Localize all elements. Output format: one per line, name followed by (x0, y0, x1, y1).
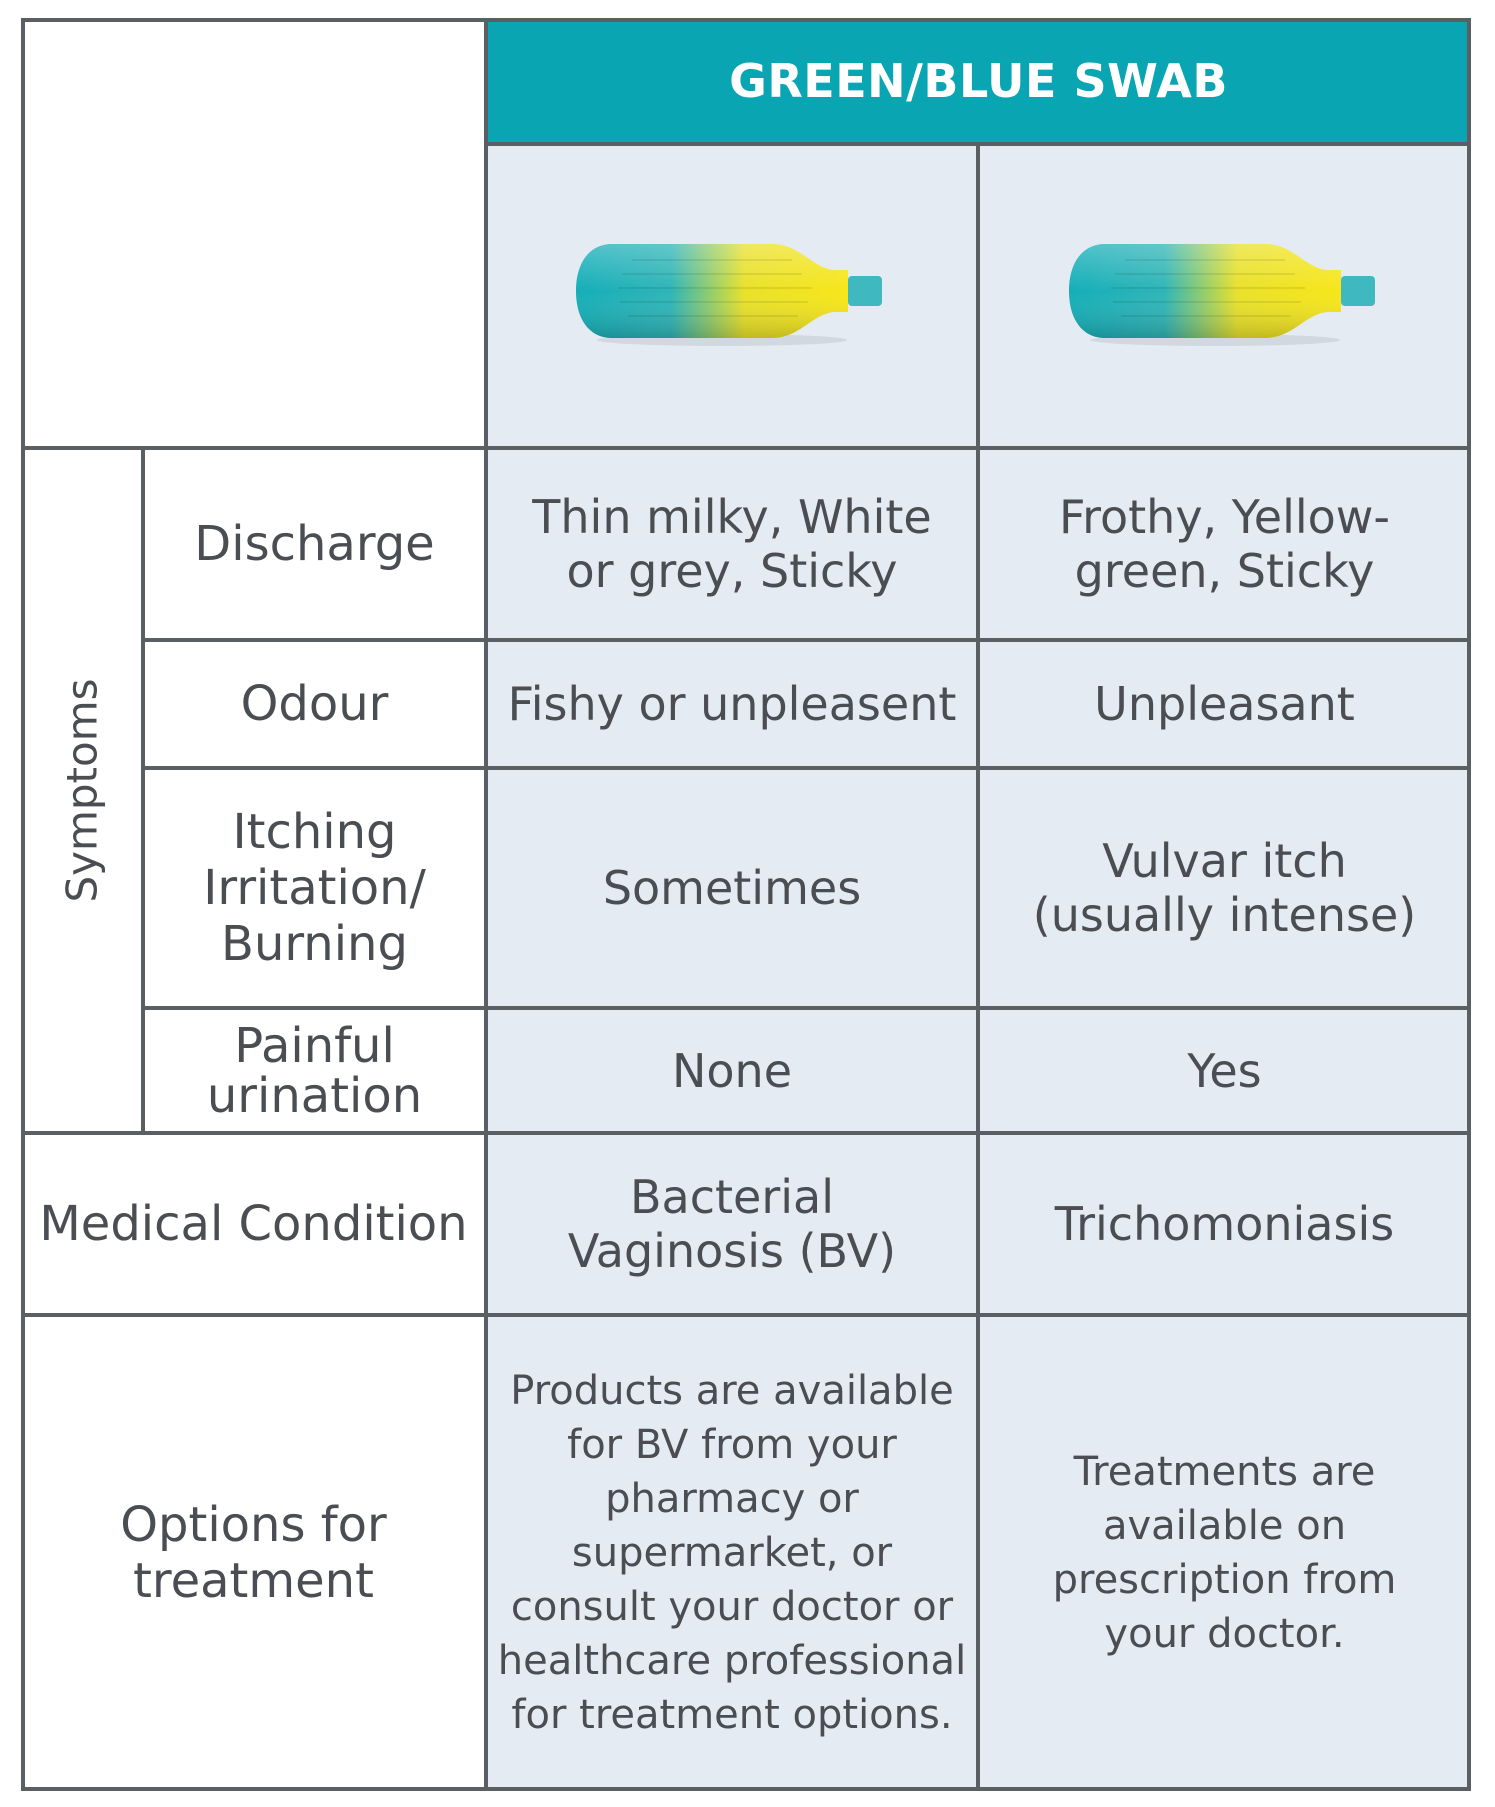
grid-line (484, 18, 488, 1791)
medical-condition-col2: Trichomoniasis (978, 1133, 1471, 1315)
grid-line (21, 18, 25, 1791)
swab-icon (576, 244, 882, 346)
grid-line (21, 446, 1471, 450)
grid-line (141, 638, 1471, 642)
grid-line (976, 142, 980, 1791)
row-label-options-for-treatment: Options for treatment (120, 1497, 387, 1609)
odour-col2: Unpleasant (978, 640, 1471, 768)
grid-line (141, 1006, 1471, 1010)
swab-comparison-table: GREEN/BLUE SWAB (21, 18, 1471, 1791)
grid-line (21, 1787, 1471, 1791)
painful-urination-col1: None (486, 1008, 978, 1133)
grid-line (141, 766, 1471, 770)
grid-line (21, 1131, 1471, 1135)
discharge-col2: Frothy, Yellow-green, Sticky (978, 448, 1471, 640)
grid-line (484, 142, 1471, 146)
row-label-painful-urination: Painful urination (206, 1017, 423, 1124)
itching-col2: Vulvar itch (usually intense) (978, 768, 1471, 1008)
medical-condition-col1: Bacterial Vaginosis (BV) (486, 1133, 978, 1315)
row-label-odour: Odour (240, 676, 389, 732)
options-col1: Products are available for BV from your … (486, 1315, 978, 1791)
swab-icon (1068, 244, 1375, 346)
grid-line (21, 1313, 1471, 1317)
discharge-col1: Thin milky, White or grey, Sticky (486, 448, 978, 640)
row-label-itching: Itching Irritation/ Burning (203, 804, 426, 972)
symptoms-group-label: Symptoms (57, 678, 107, 903)
row-label-discharge: Discharge (194, 516, 435, 572)
grid-line (21, 18, 1471, 22)
swab-image-cell-2 (978, 144, 1471, 448)
options-col2: Treatments are available on prescription… (978, 1315, 1471, 1791)
odour-col1: Fishy or unpleasent (486, 640, 978, 768)
painful-urination-col2: Yes (978, 1008, 1471, 1133)
grid-line (1467, 18, 1471, 1791)
header-title: GREEN/BLUE SWAB (729, 54, 1228, 108)
table-header: GREEN/BLUE SWAB (486, 18, 1471, 144)
grid-line (141, 446, 145, 1135)
row-label-medical-condition: Medical Condition (39, 1196, 468, 1252)
itching-col1: Sometimes (486, 768, 978, 1008)
swab-image-cell-1 (486, 144, 978, 448)
